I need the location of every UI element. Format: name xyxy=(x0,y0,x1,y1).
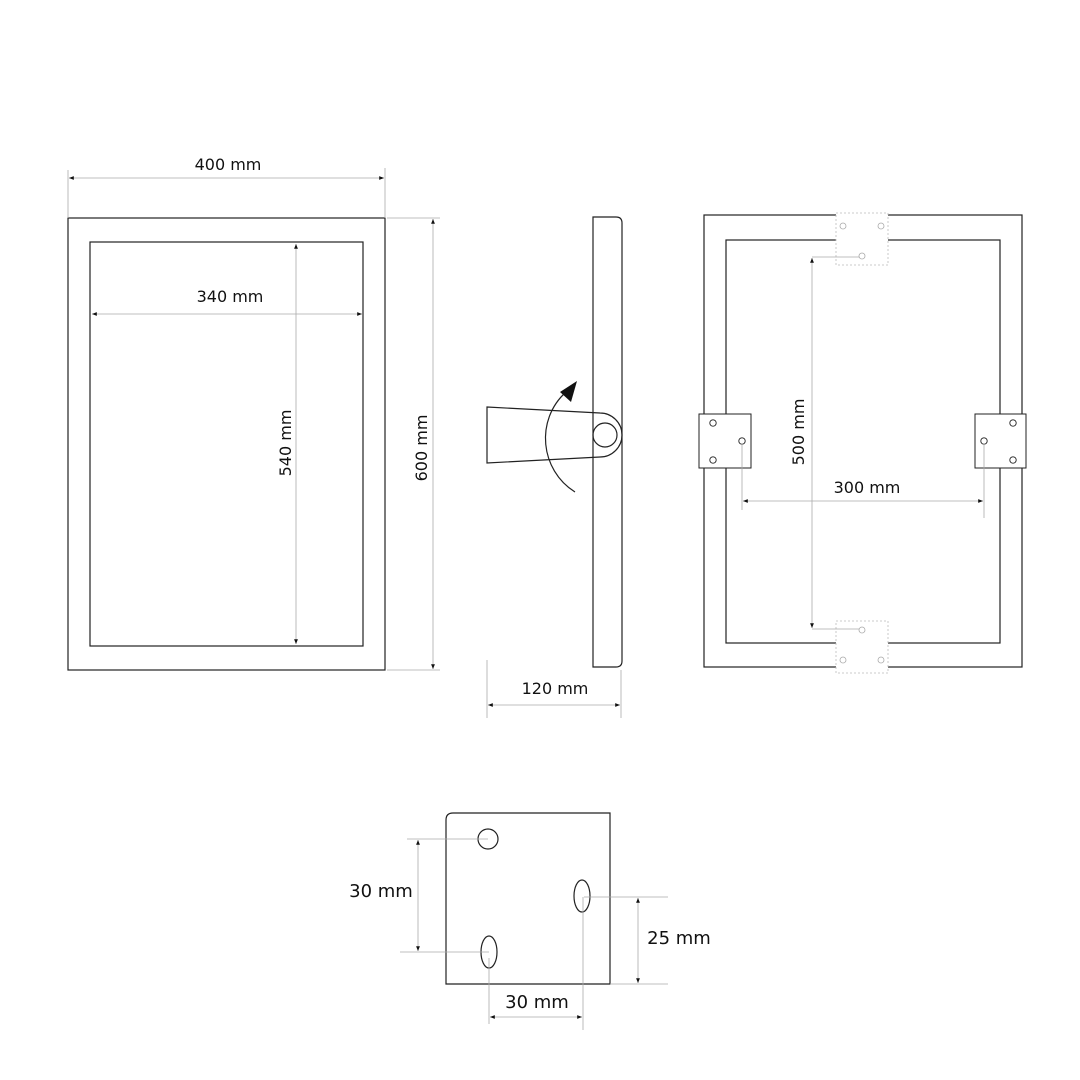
bottom-bracket-ghost xyxy=(835,620,889,674)
right-bracket xyxy=(974,413,1027,469)
back-view: 500 mm 300 mm xyxy=(698,212,1027,674)
hole-vertical-label: 30 mm xyxy=(349,881,413,902)
hole-horizontal-label: 30 mm xyxy=(505,992,569,1013)
top-bracket-ghost xyxy=(835,212,889,266)
left-bracket xyxy=(698,413,752,469)
width-label: 400 mm xyxy=(195,155,262,174)
side-view: 120 mm xyxy=(486,216,623,718)
horizontal-spacing-label: 300 mm xyxy=(834,478,901,497)
bracket-detail: 30 mm 25 mm 30 mm xyxy=(349,812,711,1030)
rotation-arrowhead-icon xyxy=(560,381,577,402)
hole-offset-label: 25 mm xyxy=(647,928,711,949)
bracket-plate xyxy=(445,812,611,985)
depth-label: 120 mm xyxy=(522,679,589,698)
swing-arm xyxy=(486,406,623,464)
height-label: 600 mm xyxy=(412,415,431,482)
rotation-arrow xyxy=(544,391,576,493)
vertical-spacing-label: 500 mm xyxy=(789,399,808,466)
inner-mirror xyxy=(89,241,364,647)
pivot-hole xyxy=(592,422,618,448)
mirror-side-panel xyxy=(592,216,623,668)
outer-frame xyxy=(67,217,386,671)
front-view: 400 mm 340 mm 540 mm 600 mm xyxy=(67,155,440,671)
slot-hole-right xyxy=(573,879,591,913)
inner-height-label: 540 mm xyxy=(276,410,295,477)
inner-width-label: 340 mm xyxy=(197,287,264,306)
